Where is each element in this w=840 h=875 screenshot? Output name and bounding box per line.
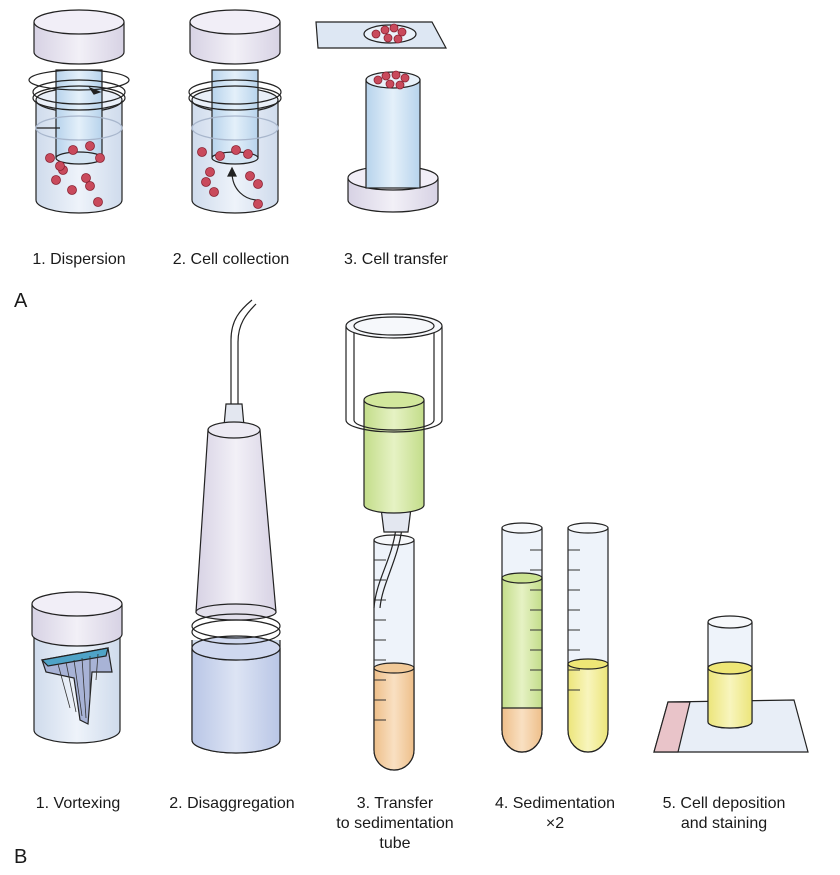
step-label-transfer: 3. Transfer to sedimentation tube [320, 794, 470, 854]
step-label-line: and staining [680, 815, 768, 832]
cell-transfer-illustration [315, 21, 448, 213]
panel-letter-b: B [14, 846, 28, 868]
step-label-line: 1. Vortexing [35, 795, 121, 812]
step-label-line: ×2 [545, 815, 565, 832]
step-label-cell-deposition: 5. Cell deposition and staining [644, 794, 804, 834]
cell-collection-illustration [188, 9, 282, 214]
disaggregation-illustration [191, 299, 281, 754]
step-label-cell-collection: 2. Cell collection [172, 251, 290, 268]
step-label-vortexing: 1. Vortexing [18, 794, 138, 814]
vortexing-illustration [31, 591, 123, 744]
step-label-line: 2. Disaggregation [169, 795, 295, 812]
transfer-tube-illustration [345, 313, 443, 771]
sedimentation-tubes-illustration [501, 522, 609, 753]
dispersion-illustration [28, 9, 130, 214]
step-label-line: 4. Sedimentation [494, 795, 616, 812]
step-label-line: 3. Transfer [356, 795, 434, 812]
step-label-line: tube [379, 835, 411, 852]
step-label-sedimentation: 4. Sedimentation ×2 [480, 794, 630, 834]
step-label-dispersion: 1. Dispersion [32, 251, 126, 268]
step-label-line: to sedimentation [336, 815, 454, 832]
step-label-disaggregation: 2. Disaggregation [152, 794, 312, 814]
panel-letter-a: A [14, 290, 28, 312]
step-label-line: 5. Cell deposition [662, 795, 786, 812]
cell-deposition-illustration [653, 615, 809, 753]
step-label-cell-transfer: 3. Cell transfer [343, 251, 449, 268]
